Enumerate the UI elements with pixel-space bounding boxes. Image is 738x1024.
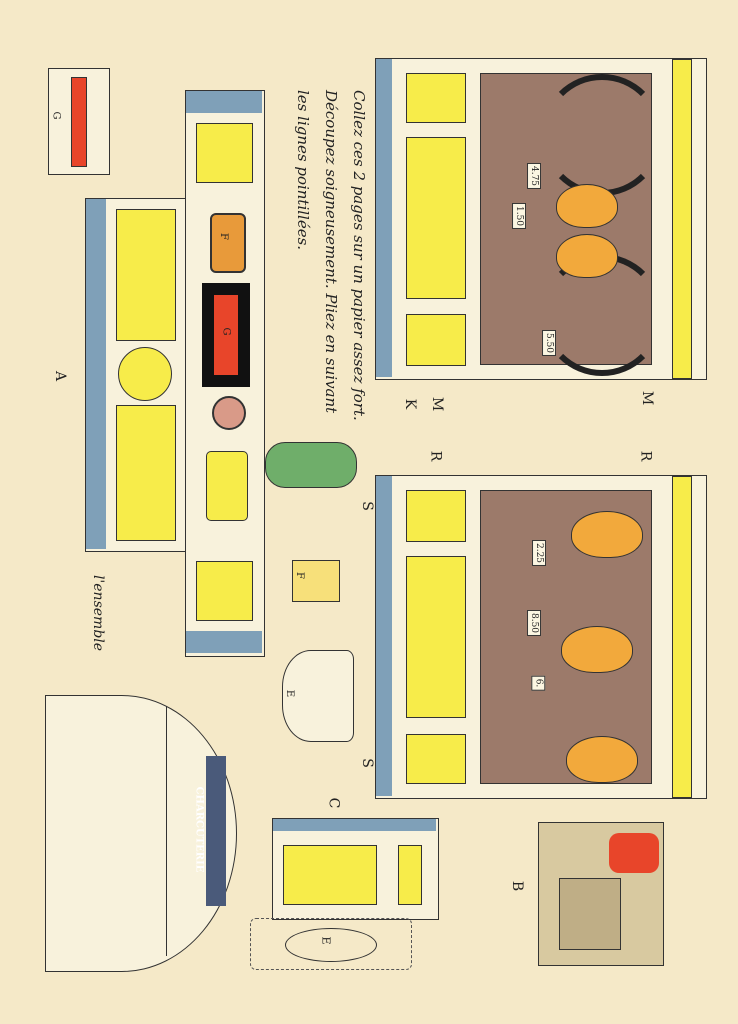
label-f: F bbox=[217, 233, 229, 240]
label-e: E bbox=[319, 936, 333, 945]
counter-piece-a bbox=[85, 198, 187, 552]
label-c: C bbox=[325, 797, 342, 809]
shop-window-display: 2.25 8.50 6. bbox=[480, 490, 652, 784]
piece-g bbox=[48, 68, 110, 175]
label-a: A bbox=[52, 370, 69, 382]
window-panel-rs: 2.25 8.50 6. bbox=[375, 475, 707, 799]
price-tag: 2.25 bbox=[532, 539, 547, 567]
label-g: G bbox=[50, 111, 62, 120]
counter-top-piece: F G bbox=[185, 90, 265, 657]
price-tag: 8.50 bbox=[527, 609, 542, 637]
label-k: K bbox=[402, 398, 419, 410]
instructions-text: Collez ces 2 pages sur un papier assez f… bbox=[294, 90, 368, 421]
ensemble-illustration: CHARCUTERIE bbox=[45, 695, 237, 972]
piece-f bbox=[292, 560, 340, 602]
label-b: B bbox=[509, 880, 526, 892]
piece-b bbox=[538, 822, 664, 966]
shop-window-display: 4.75 1.50 5.50 bbox=[480, 73, 663, 376]
label-r: R bbox=[637, 450, 654, 462]
label-s: S bbox=[358, 758, 375, 768]
label-f: F bbox=[293, 572, 305, 579]
price-tag: 5.50 bbox=[542, 329, 557, 357]
piece-e bbox=[282, 650, 354, 742]
window-panel-km: 4.75 1.50 5.50 bbox=[375, 58, 707, 380]
shop-sign-text: CHARCUTERIE bbox=[193, 786, 205, 873]
shopkeeper-figure bbox=[265, 442, 357, 488]
label-s: S bbox=[358, 501, 375, 511]
piece-c bbox=[272, 818, 439, 920]
label-m: M bbox=[639, 390, 656, 406]
shopkeeper-figure bbox=[609, 833, 659, 873]
price-tag: 1.50 bbox=[512, 202, 527, 230]
label-m: M bbox=[429, 396, 446, 412]
label-e: E bbox=[284, 689, 296, 698]
shop-sign bbox=[206, 756, 226, 906]
price-tag: 6. bbox=[531, 675, 546, 691]
price-tag: 4.75 bbox=[527, 162, 542, 190]
label-r: R bbox=[427, 450, 444, 462]
ensemble-label: l'ensemble bbox=[90, 574, 107, 652]
label-g: G bbox=[220, 327, 232, 336]
